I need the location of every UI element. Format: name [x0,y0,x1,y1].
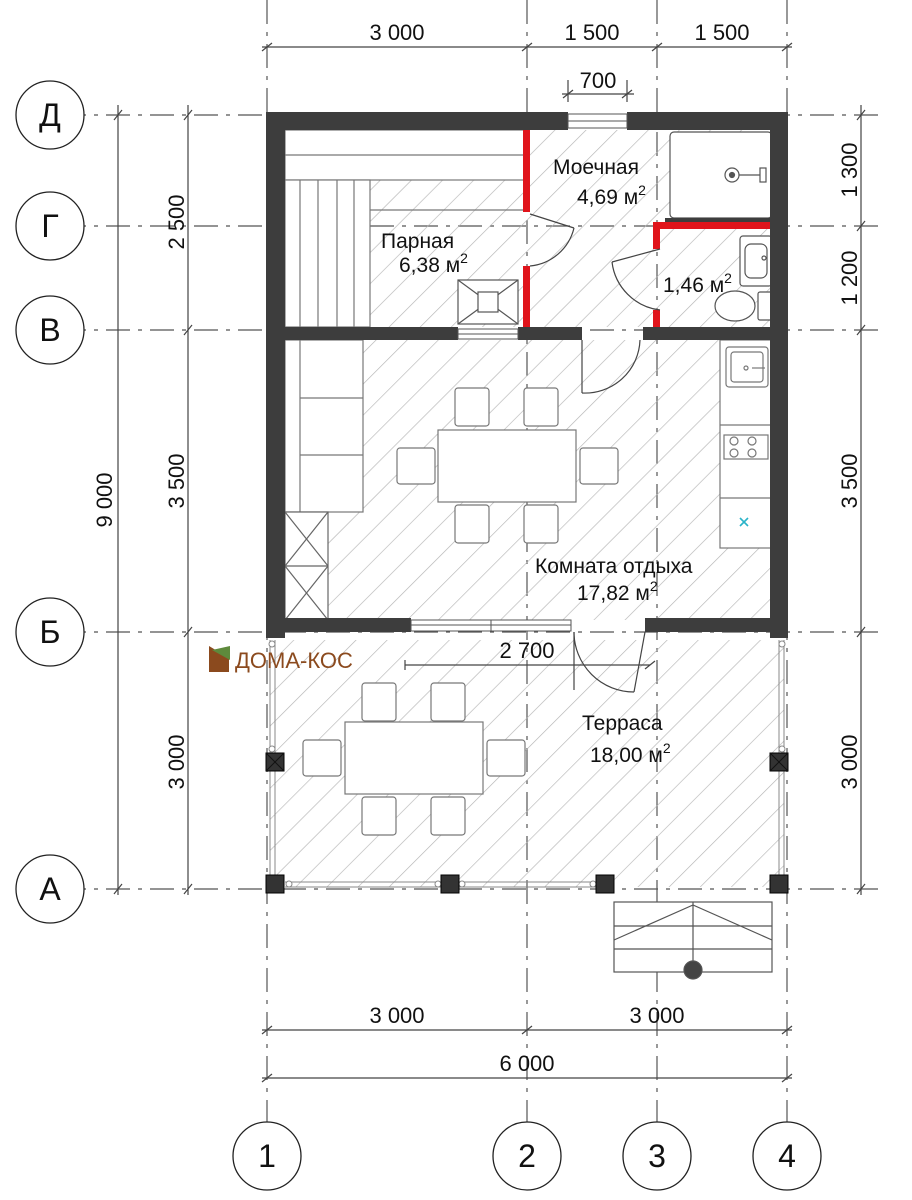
axis-row-g: Г [41,208,58,244]
room-terrace-name: Терраса [582,712,663,735]
dim-left-total: 9 000 [92,472,117,527]
terrace-railing [268,640,786,888]
dim-bottom-2: 3 000 [629,1003,684,1028]
sofa [284,339,364,513]
dim-bottom-1: 3 000 [369,1003,424,1028]
room-terrace-area: 18,00 м2 [590,740,671,767]
dim-left-3: 3 000 [164,734,189,789]
dim-terrace-window: 2 700 [499,638,554,663]
dim-window-top: 700 [580,68,617,93]
wardrobe [284,511,329,621]
axis-row-a: А [39,871,61,907]
axis-col-3: 3 [648,1138,666,1174]
doors [529,213,661,693]
axis-row-v: В [39,312,60,348]
dim-right-1: 1 300 [837,142,862,197]
lounge-dining-set [396,387,619,544]
terrace-dining-set [302,682,526,836]
dim-top-3: 1 500 [694,20,749,45]
dim-left-2: 3 500 [164,453,189,508]
dim-right-2: 1 200 [837,250,862,305]
sauna-benches [284,129,526,328]
shower-tray [669,131,773,219]
dim-bottom-total: 6 000 [499,1051,554,1076]
axis-col-2: 2 [518,1138,536,1174]
room-lounge-area: 17,82 м2 [577,578,658,605]
dim-left-1: 2 500 [164,194,189,249]
axis-col-4: 4 [778,1138,796,1174]
kitchen-counter [719,339,773,549]
windows [410,113,628,632]
axis-col-1: 1 [258,1138,276,1174]
exterior-walls [266,112,788,638]
axis-row-d: Д [39,97,61,133]
red-partitions [523,130,770,327]
dim-right-4: 3 000 [837,734,862,789]
brand-logo: ДОМА-КОС [209,646,353,673]
column-axis-markers [232,1121,822,1191]
room-washroom-area: 4,69 м2 [577,182,646,209]
terrace-posts [265,752,789,894]
dim-top-1: 3 000 [369,20,424,45]
room-steam-name: Парная [381,230,454,253]
entry-steps [613,901,773,980]
sauna-stove [457,279,519,325]
row-axis-markers [15,80,85,924]
room-washroom-name: Моечная [553,156,639,179]
room-steam-area: 6,38 м2 [399,250,468,277]
brand-house-icon [209,646,230,672]
dim-top-2: 1 500 [564,20,619,45]
dimension-lines [113,42,866,1083]
room-lounge-name: Комната отдыха [535,555,693,578]
axis-row-b: Б [40,614,61,650]
room-wc-area: 1,46 м2 [663,270,732,297]
dim-right-3: 3 500 [837,453,862,508]
interior-walls [285,218,770,340]
brand-name: ДОМА-КОС [235,648,353,673]
